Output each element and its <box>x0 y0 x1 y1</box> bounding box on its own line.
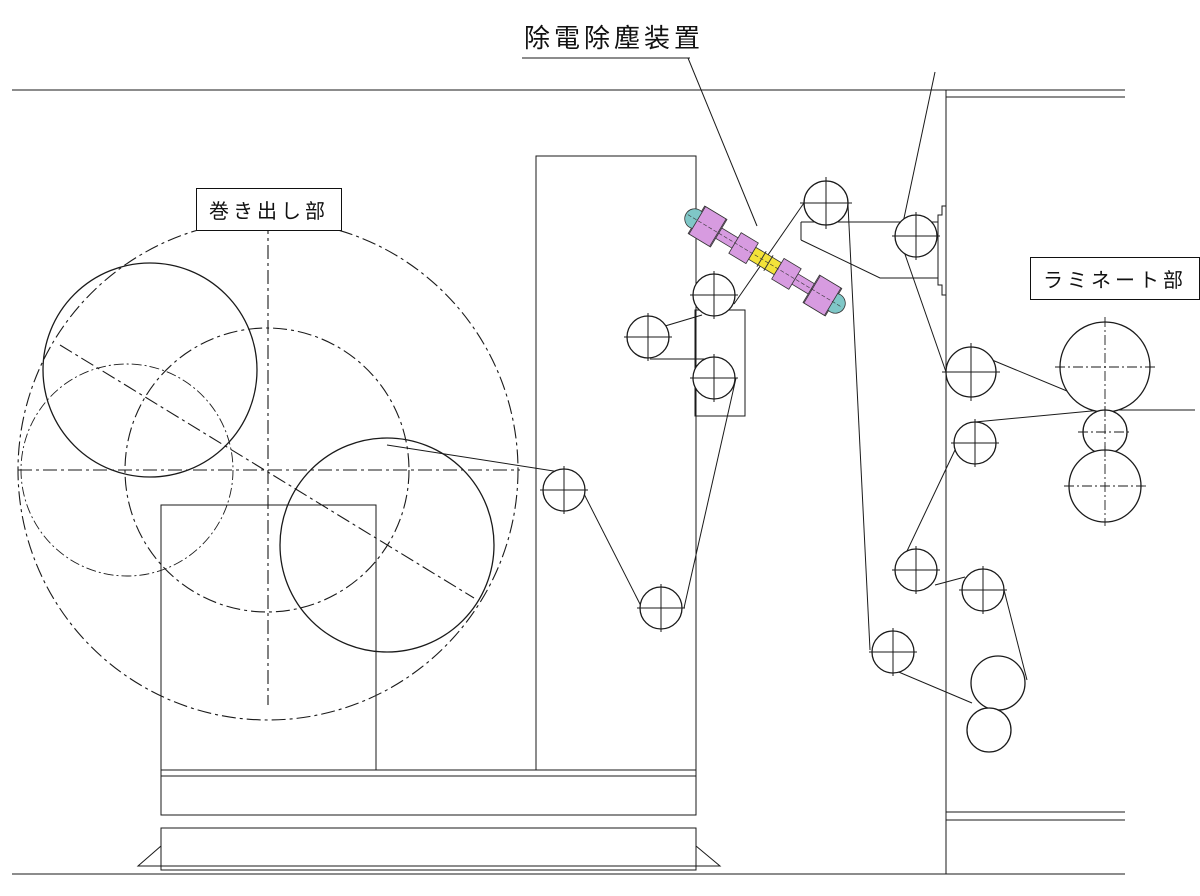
unwind-rolls <box>17 219 520 721</box>
roller-center-marks <box>540 177 1155 676</box>
destatic-dust-removal-device <box>684 205 846 317</box>
device-label: 除電除塵装置 <box>524 24 705 54</box>
laminate-section-label: ラミネート部 <box>1030 257 1200 300</box>
machine-base <box>136 769 722 871</box>
device-leader-line <box>687 57 758 227</box>
laminate-frame <box>937 90 1125 874</box>
unwind-section-label: 巻き出し部 <box>196 188 342 231</box>
unwind-stand <box>160 504 377 771</box>
center-tower <box>535 155 697 771</box>
